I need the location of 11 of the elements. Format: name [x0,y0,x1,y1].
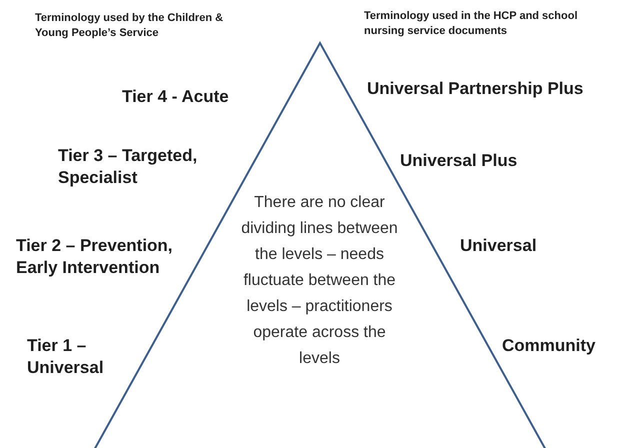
column-heading: Terminology used by the Children & Young People’s Service [35,11,224,41]
tier-label: Tier 1 – Universal [27,335,105,378]
tier-label: Tier 4 - Acute [122,86,230,108]
tier-label: Tier 3 – Targeted, Specialist [58,145,198,188]
tier-label: Tier 2 – Prevention, Early Intervention [16,235,174,278]
column-heading: Terminology used in the HCP and school nursing service documents [364,9,579,39]
tier-label: Universal Partnership Plus [367,78,584,100]
note-text: There are no clear dividing lines between the levels – needs fluctuate between the levels – practitioners operate across the levels [240,193,399,369]
tier-label: Universal [460,235,538,257]
tier-label: Universal Plus [400,150,518,172]
tier-label: Community [502,335,596,357]
